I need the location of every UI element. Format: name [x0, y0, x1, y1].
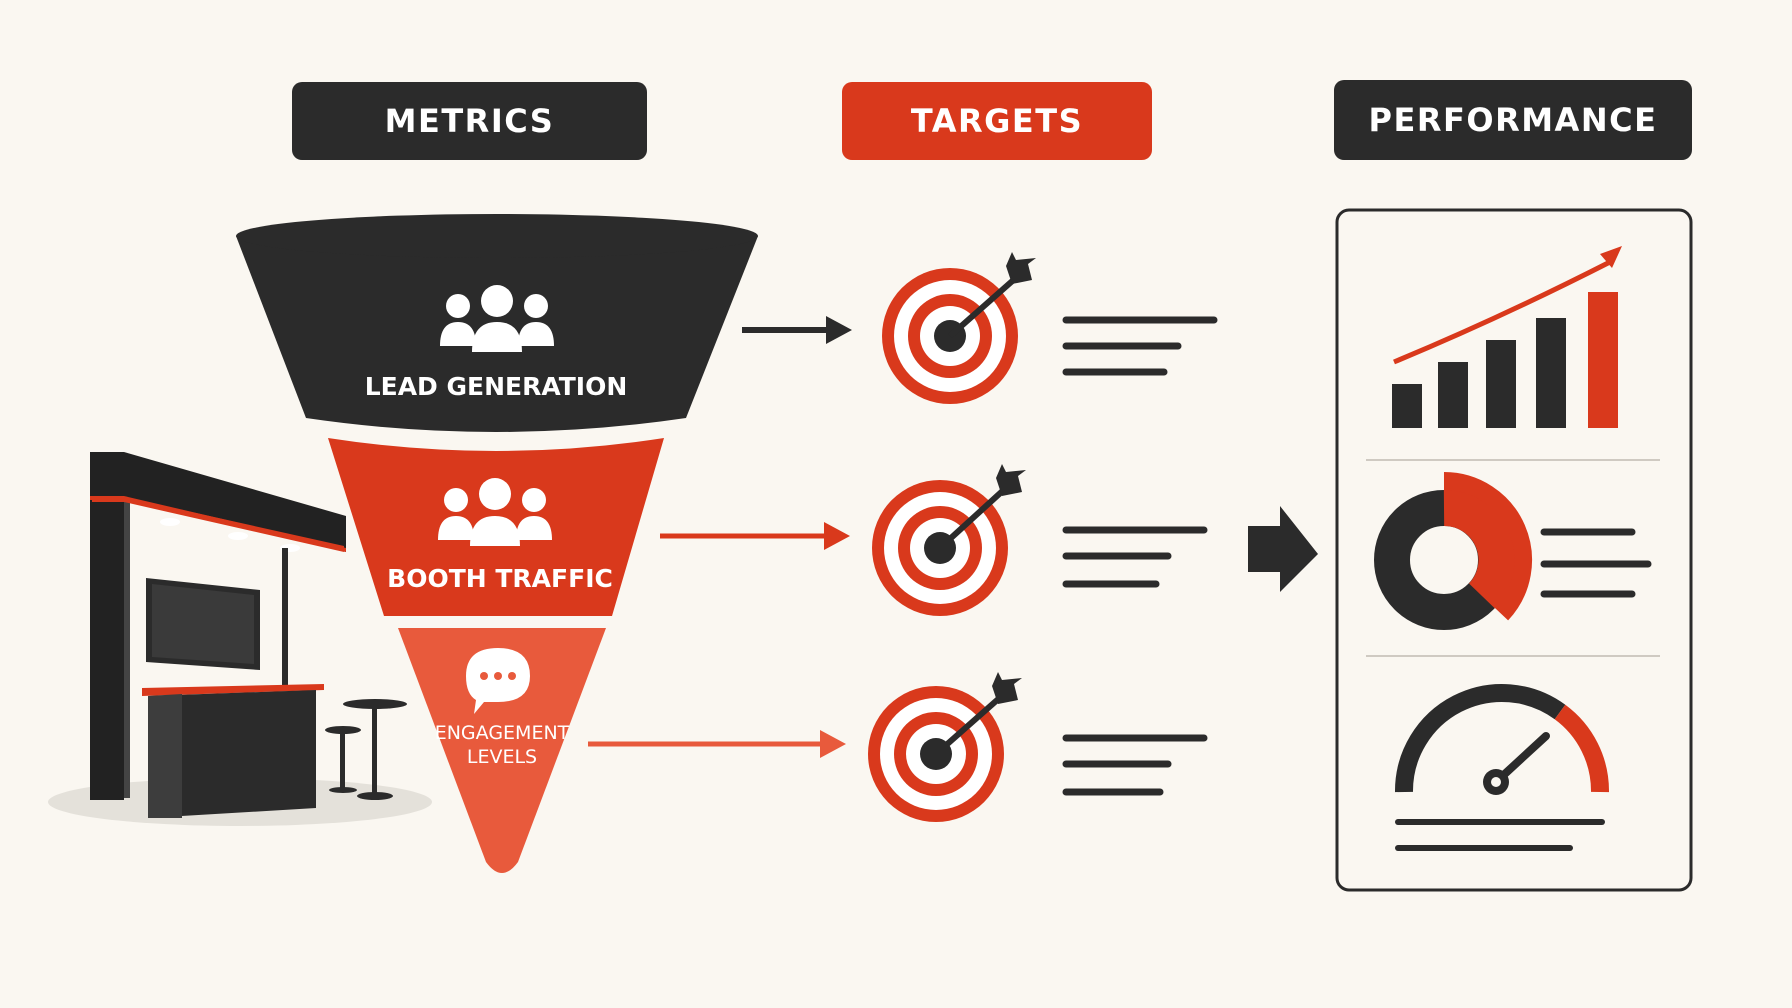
donut-chart-icon	[1374, 472, 1533, 630]
funnel-label-booth-traffic: BOOTH TRAFFIC	[387, 564, 613, 593]
performance-header: PERFORMANCE	[1334, 80, 1692, 160]
target-icon	[872, 464, 1026, 616]
funnel-label-engagement: ENGAGEMENT	[434, 722, 570, 744]
text-placeholder-lines	[1062, 316, 1218, 376]
arrow-right-icon	[1248, 506, 1318, 592]
targets-header: TARGETS	[842, 82, 1152, 160]
text-placeholder-lines	[1540, 528, 1652, 598]
people-icon	[440, 285, 554, 352]
target-icon	[868, 672, 1022, 822]
target-icon	[882, 252, 1036, 404]
arrow-right-icon	[660, 522, 850, 550]
bar-chart-icon	[1392, 246, 1622, 428]
funnel-label-lead-generation: LEAD GENERATION	[364, 372, 628, 401]
gauge-icon	[1394, 684, 1610, 795]
arrow-right-icon	[588, 730, 846, 758]
arrow-right-icon	[742, 316, 852, 344]
chat-bubble-icon	[466, 648, 530, 714]
text-placeholder-lines	[1395, 819, 1605, 851]
trade-show-booth-icon	[48, 452, 432, 826]
people-icon	[438, 478, 552, 546]
funnel	[236, 214, 758, 873]
metrics-header: METRICS	[292, 82, 647, 160]
text-placeholder-lines	[1062, 526, 1208, 588]
text-placeholder-lines	[1062, 734, 1208, 796]
funnel-stage-engagement-levels	[398, 628, 606, 873]
funnel-label-levels: LEVELS	[466, 746, 538, 768]
